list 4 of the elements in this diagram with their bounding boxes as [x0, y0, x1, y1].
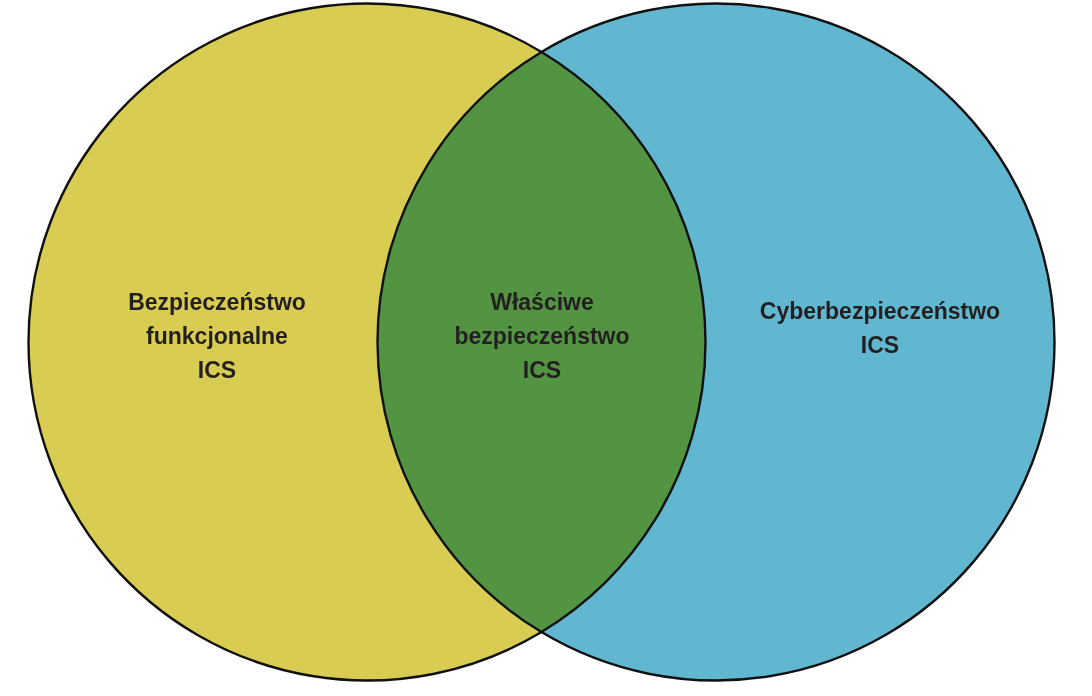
- overlap-region: [375, 50, 708, 635]
- venn-label: Cyberbezpieczeństwo ICS: [759, 297, 1001, 360]
- venn-label: Właściwe bezpieczeństwo ICS: [454, 288, 630, 385]
- venn-label: Bezpieczeństwo funkcjonalne ICS: [128, 288, 306, 385]
